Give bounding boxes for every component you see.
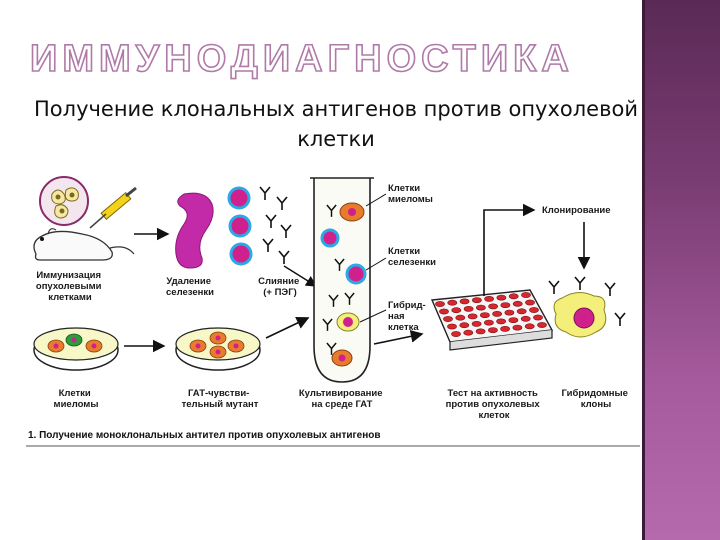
plate-well bbox=[525, 299, 535, 306]
plate-well bbox=[516, 308, 527, 315]
plate-well bbox=[459, 322, 470, 329]
label-hybridoma-clones: Гибридомные клоны bbox=[561, 388, 630, 410]
plate-well bbox=[484, 295, 494, 302]
monoclonal-antibody-diagram: Иммунизация опухолевыми клетками Удалени… bbox=[22, 166, 640, 448]
myeloma-dish bbox=[33, 327, 119, 371]
plate-well bbox=[451, 307, 462, 314]
syringe-icon bbox=[89, 186, 137, 229]
plate-well bbox=[467, 313, 478, 320]
plate-well bbox=[508, 317, 519, 323]
diagram-caption: 1. Получение моноклональных антител прот… bbox=[28, 430, 381, 441]
label-cultivation: Культивирование на среде ГАТ bbox=[299, 388, 385, 410]
plate-well bbox=[483, 319, 494, 326]
arrow-plate-to-cloning bbox=[483, 203, 536, 296]
plate-well bbox=[459, 298, 470, 305]
arrow-fusion-to-tube bbox=[283, 265, 318, 287]
plate-well bbox=[537, 322, 547, 328]
plate-well bbox=[496, 294, 507, 301]
label-activity-test: Тест на активность против опухолевых кле… bbox=[446, 388, 543, 421]
plate-well bbox=[512, 300, 523, 307]
plate-well bbox=[475, 304, 486, 311]
spleen-icon bbox=[175, 192, 214, 269]
plate-well bbox=[455, 314, 466, 321]
label-myeloma-cells: Клетки миеломы bbox=[54, 388, 99, 410]
plate-well bbox=[533, 314, 543, 321]
label-hat-mutant: ГАТ-чувстви- тельный мутант bbox=[182, 388, 259, 410]
spleen-cells-group bbox=[227, 186, 253, 266]
plate-well bbox=[500, 325, 510, 332]
plate-well bbox=[521, 292, 531, 298]
label-myeloma-cells-tube: Клетки миеломы bbox=[388, 183, 433, 205]
plate-well bbox=[487, 327, 498, 333]
label-fusion: Слияние (+ ПЭГ) bbox=[258, 276, 302, 298]
plate-well bbox=[492, 310, 502, 317]
slide-title: ИММУНОДИАГНОСТИКА bbox=[29, 37, 574, 81]
plate-well bbox=[529, 307, 539, 313]
plate-well bbox=[508, 293, 519, 300]
mouse-icon bbox=[33, 228, 135, 261]
plate-well bbox=[451, 331, 461, 337]
plate-well bbox=[439, 308, 449, 315]
plate-well bbox=[512, 324, 523, 331]
label-spleen-cells: Клетки селезенки bbox=[388, 246, 436, 268]
plate-well bbox=[488, 303, 498, 310]
plate-well bbox=[496, 318, 506, 325]
plate-well bbox=[443, 316, 453, 322]
arrow-tube-to-plate bbox=[373, 330, 424, 345]
plate-well bbox=[447, 323, 457, 330]
well-plate bbox=[430, 289, 554, 351]
plate-well bbox=[524, 323, 535, 330]
arrow-mutant-to-tube bbox=[265, 317, 310, 339]
antibodies-group bbox=[259, 186, 292, 264]
plate-well bbox=[479, 312, 490, 318]
tumor-cells-icon bbox=[39, 176, 89, 226]
plate-well bbox=[463, 329, 474, 336]
plate-well bbox=[500, 302, 511, 308]
plate-well bbox=[471, 320, 482, 327]
label-cloning: Клонирование bbox=[542, 205, 611, 216]
plate-well bbox=[435, 301, 445, 307]
plate-well bbox=[471, 297, 482, 303]
label-hybrid-cell: Гибрид- ная клетка bbox=[388, 300, 428, 333]
decorative-sidebar bbox=[642, 0, 720, 540]
test-tube bbox=[310, 177, 374, 383]
hat-mutant-dish bbox=[175, 327, 261, 371]
plate-well bbox=[447, 299, 458, 306]
label-spleen-removal: Удаление селезенки bbox=[166, 276, 214, 298]
plate-well bbox=[475, 328, 486, 335]
plate-well bbox=[463, 305, 474, 312]
plate-well bbox=[504, 309, 515, 316]
label-immunization: Иммунизация опухолевыми клетками bbox=[36, 270, 104, 303]
hybridoma-clone-icon bbox=[548, 276, 626, 338]
slide-subtitle: Получение клональных антигенов против оп… bbox=[34, 97, 638, 151]
plate-well bbox=[520, 315, 531, 322]
